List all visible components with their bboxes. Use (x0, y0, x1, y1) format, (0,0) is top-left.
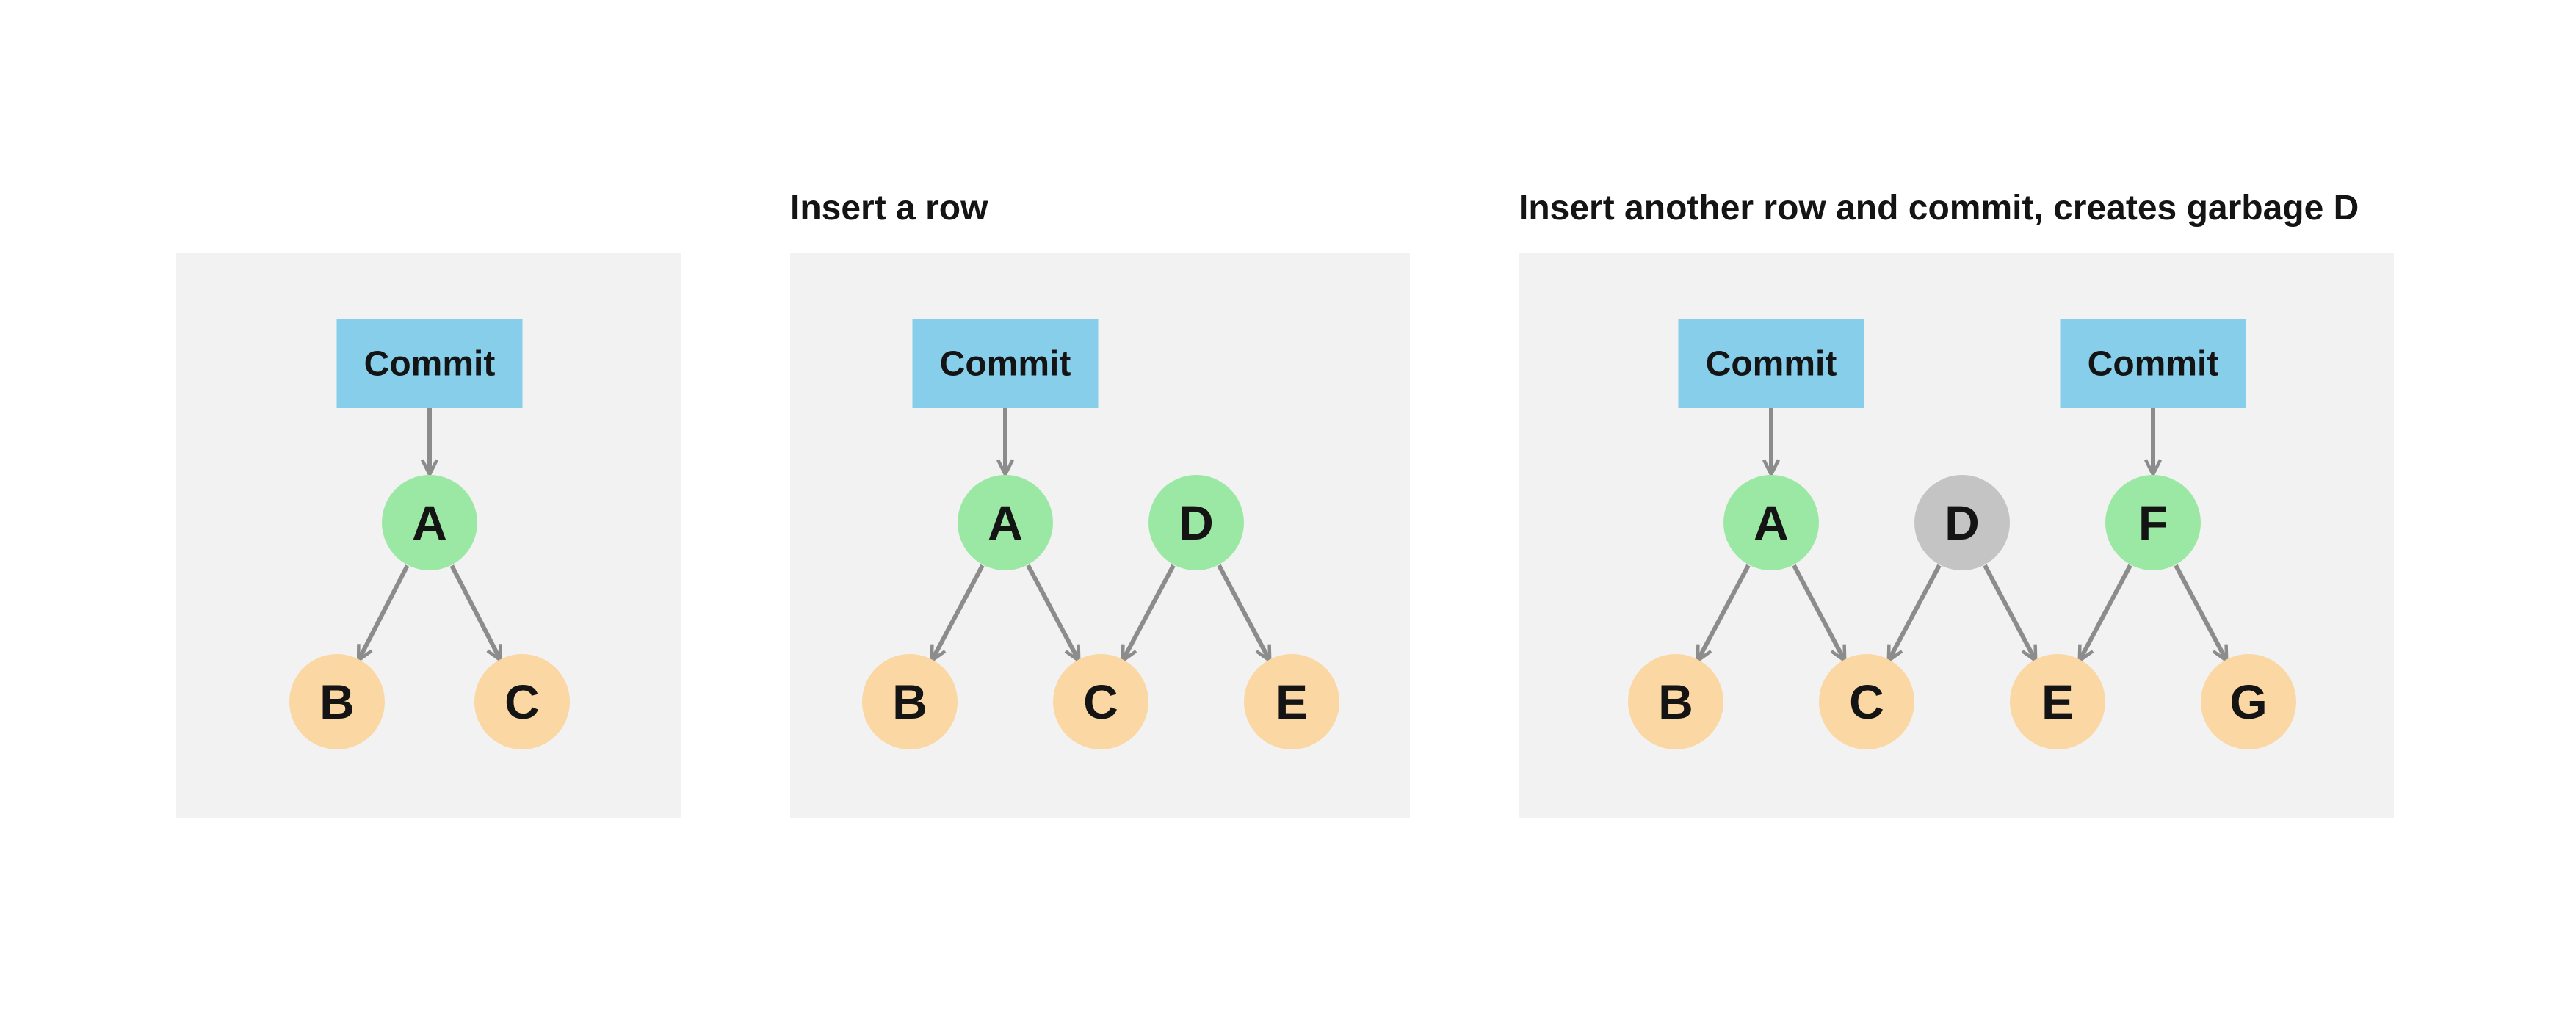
node-b-label: B (892, 675, 927, 729)
commit-box-1 (1678, 319, 1864, 408)
commit-label: Commit (940, 345, 1071, 384)
arrow-d-to-c (1121, 564, 1176, 664)
commit-label-1: Commit (1706, 345, 1837, 384)
node-e-circle (1244, 654, 1339, 749)
node-c-label: C (1849, 675, 1884, 729)
node-a-circle (382, 475, 477, 570)
node-c-circle (1053, 654, 1148, 749)
node-d-circle (1148, 475, 1244, 570)
node-b-label: B (1658, 675, 1693, 729)
arrow-a-to-c (449, 564, 503, 664)
node-a-label: A (1754, 495, 1789, 550)
node-a-circle (1723, 475, 1819, 570)
node-a-label: A (988, 495, 1023, 550)
node-c-label: C (504, 675, 540, 729)
node-e-label: E (1276, 675, 1308, 729)
panel-2-insert-row: Commit A D B C E (790, 253, 1410, 818)
arrow-a-to-b (930, 564, 985, 664)
node-g-circle (2201, 654, 2296, 749)
panel-3-title: Insert another row and commit, creates g… (1519, 189, 2359, 228)
panel-1-diagram: Commit A B C (289, 319, 570, 749)
commit-box-2 (2060, 319, 2246, 408)
node-a-circle (958, 475, 1053, 570)
arrow-a-to-c (1792, 564, 1847, 664)
node-e-circle (2010, 654, 2105, 749)
node-d-label: D (1179, 495, 1214, 550)
node-b-circle (1628, 654, 1723, 749)
arrow-f-to-g (2174, 564, 2229, 664)
panel-3-garbage-d: Commit Commit A D F B C E G (1519, 253, 2394, 818)
panel-1-initial-state: Commit A B C (176, 253, 681, 818)
node-e-label: E (2041, 675, 2074, 729)
arrow-d-to-e (1983, 564, 2038, 664)
commit-label: Commit (364, 345, 496, 384)
panel-3-diagram: Commit Commit A D F B C E G (1628, 319, 2296, 749)
arrow-d-to-e (1217, 564, 1272, 664)
node-a-label: A (412, 495, 447, 550)
node-g-label: G (2229, 675, 2267, 729)
arrow-a-to-b (356, 564, 410, 664)
node-b-circle (289, 654, 385, 749)
node-d-label: D (1944, 495, 1980, 550)
arrow-f-to-e (2077, 564, 2132, 664)
arrow-a-to-b (1696, 564, 1751, 664)
arrow-d-to-c (1886, 564, 1942, 664)
node-d-garbage-circle (1914, 475, 2010, 570)
commit-label-2: Commit (2088, 345, 2219, 384)
node-f-circle (2105, 475, 2201, 570)
node-c-circle (1819, 654, 1914, 749)
commit-box (336, 319, 523, 408)
node-b-circle (862, 654, 958, 749)
node-b-label: B (319, 675, 355, 729)
node-c-label: C (1083, 675, 1118, 729)
node-c-circle (474, 654, 570, 749)
panel-2-title: Insert a row (790, 189, 988, 228)
commit-box (912, 319, 1099, 408)
node-f-label: F (2138, 495, 2168, 550)
panel-2-diagram: Commit A D B C E (862, 319, 1339, 749)
arrow-a-to-c (1026, 564, 1081, 664)
